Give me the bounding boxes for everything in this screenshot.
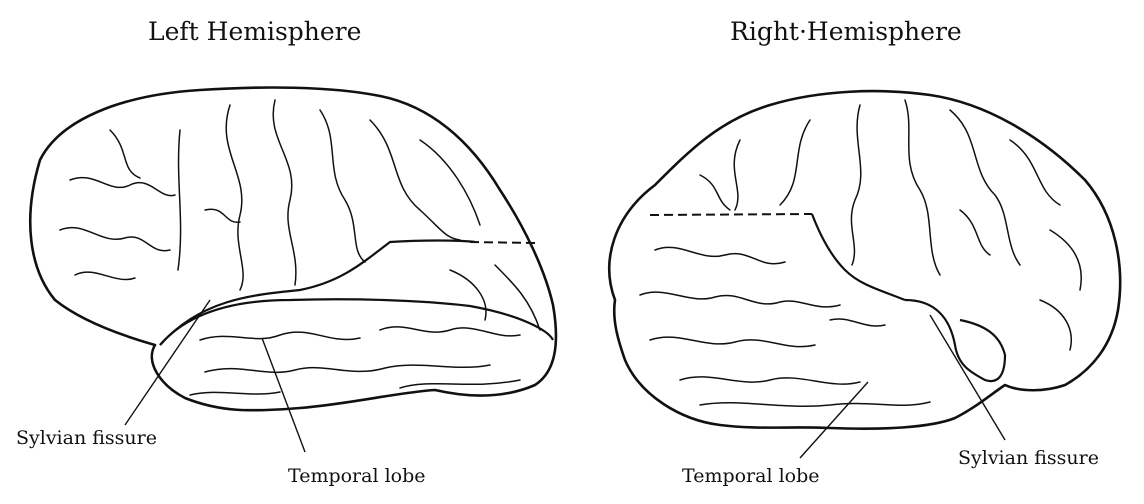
right-hemisphere-panel: Right·Hemisphere xyxy=(609,17,1120,487)
right-temporal-lobe-label: Temporal lobe xyxy=(682,465,820,487)
left-hemisphere-panel: Left Hemisphere xyxy=(16,17,556,487)
right-hemisphere-title: Right·Hemisphere xyxy=(730,17,962,46)
left-temporal-lobe-label: Temporal lobe xyxy=(288,465,426,487)
left-hemisphere-title: Left Hemisphere xyxy=(148,17,361,46)
right-brain-drawing xyxy=(609,91,1120,429)
left-sylvian-fissure-label: Sylvian fissure xyxy=(16,427,157,449)
right-sylvian-fissure-label: Sylvian fissure xyxy=(958,447,1099,469)
left-brain-drawing xyxy=(30,88,556,411)
